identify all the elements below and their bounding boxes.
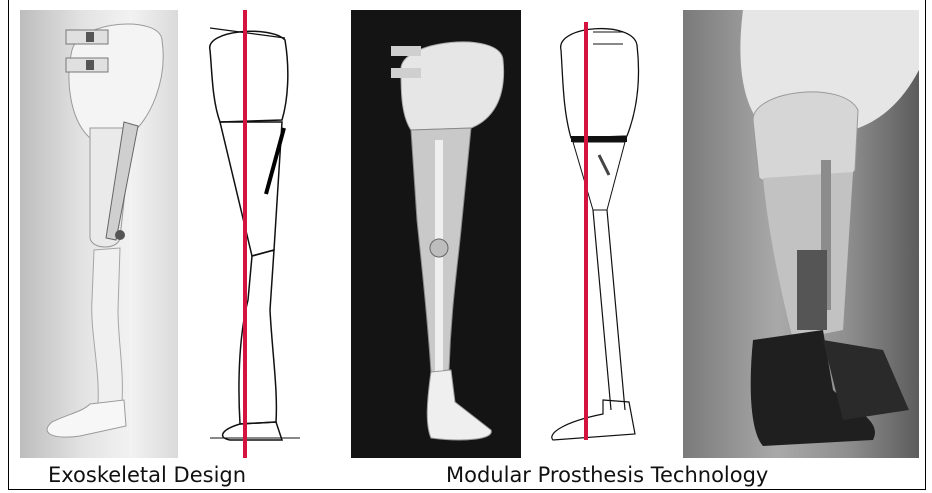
exoskeletal-alignment-diagram [190, 10, 310, 458]
modular-prosthesis-photo [351, 10, 521, 458]
caption-modular-prosthesis-technology: Modular Prosthesis Technology [446, 462, 768, 488]
modular-prosthesis-worn-photo [683, 10, 919, 458]
exoskeletal-prosthesis-photo [20, 10, 178, 458]
modular-alignment-diagram [533, 10, 653, 458]
caption-exoskeletal-design: Exoskeletal Design [48, 462, 246, 488]
